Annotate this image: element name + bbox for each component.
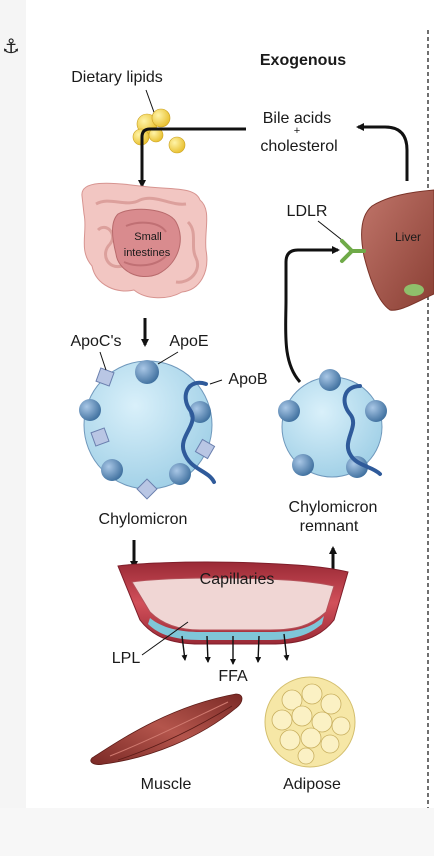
dietary-lipids-leader (145, 89, 156, 116)
ldlr-leader (317, 220, 343, 241)
label-apoe: ApoE (169, 333, 208, 350)
lpl-leader (141, 621, 189, 656)
label-small: Small (134, 231, 162, 243)
chylomicron-remnant-particle (278, 369, 387, 478)
label-ldlr: LDLR (287, 203, 328, 220)
label-chylomicron-remnant-1: Chylomicron (289, 499, 378, 516)
label-capillaries: Capillaries (200, 571, 275, 588)
label-plus: + (294, 125, 300, 137)
label-dietary-lipids: Dietary lipids (71, 69, 163, 86)
label-ffa: FFA (218, 668, 248, 685)
left-margin-shade (0, 0, 26, 856)
label-lpl: LPL (112, 650, 141, 667)
label-apob: ApoB (228, 371, 267, 388)
arrow-bile-to-intestine (138, 127, 246, 188)
capillary-illustration (117, 561, 349, 645)
apocs-leader (99, 351, 107, 371)
apoe-leader (157, 351, 179, 365)
bottom-margin-shade (0, 808, 434, 856)
label-muscle: Muscle (141, 776, 192, 793)
arrow-remnant-to-liver (284, 246, 340, 384)
label-bile-acids: Bile acids (263, 110, 331, 127)
small-intestines-illustration (81, 182, 208, 299)
label-adipose: Adipose (283, 776, 341, 793)
label-chylomicron-remnant-2: remnant (300, 518, 359, 535)
label-chylomicron: Chylomicron (99, 511, 188, 528)
label-cholesterol: cholesterol (260, 138, 337, 155)
arrow-liver-to-bile (356, 123, 409, 181)
anchor-icon[interactable]: ⚓ (2, 34, 20, 58)
ldlr-receptor (340, 239, 366, 263)
label-apocs: ApoC's (70, 333, 121, 350)
label-liver: Liver (395, 230, 421, 244)
liver-illustration (361, 189, 434, 311)
apob-leader (209, 379, 223, 385)
label-intestines: intestines (124, 247, 171, 259)
diagram-title: Exogenous (260, 52, 346, 69)
adipose-illustration (264, 676, 356, 768)
chylomicron-particle (79, 360, 216, 500)
muscle-illustration (90, 693, 243, 765)
ffa-arrows (181, 633, 290, 665)
